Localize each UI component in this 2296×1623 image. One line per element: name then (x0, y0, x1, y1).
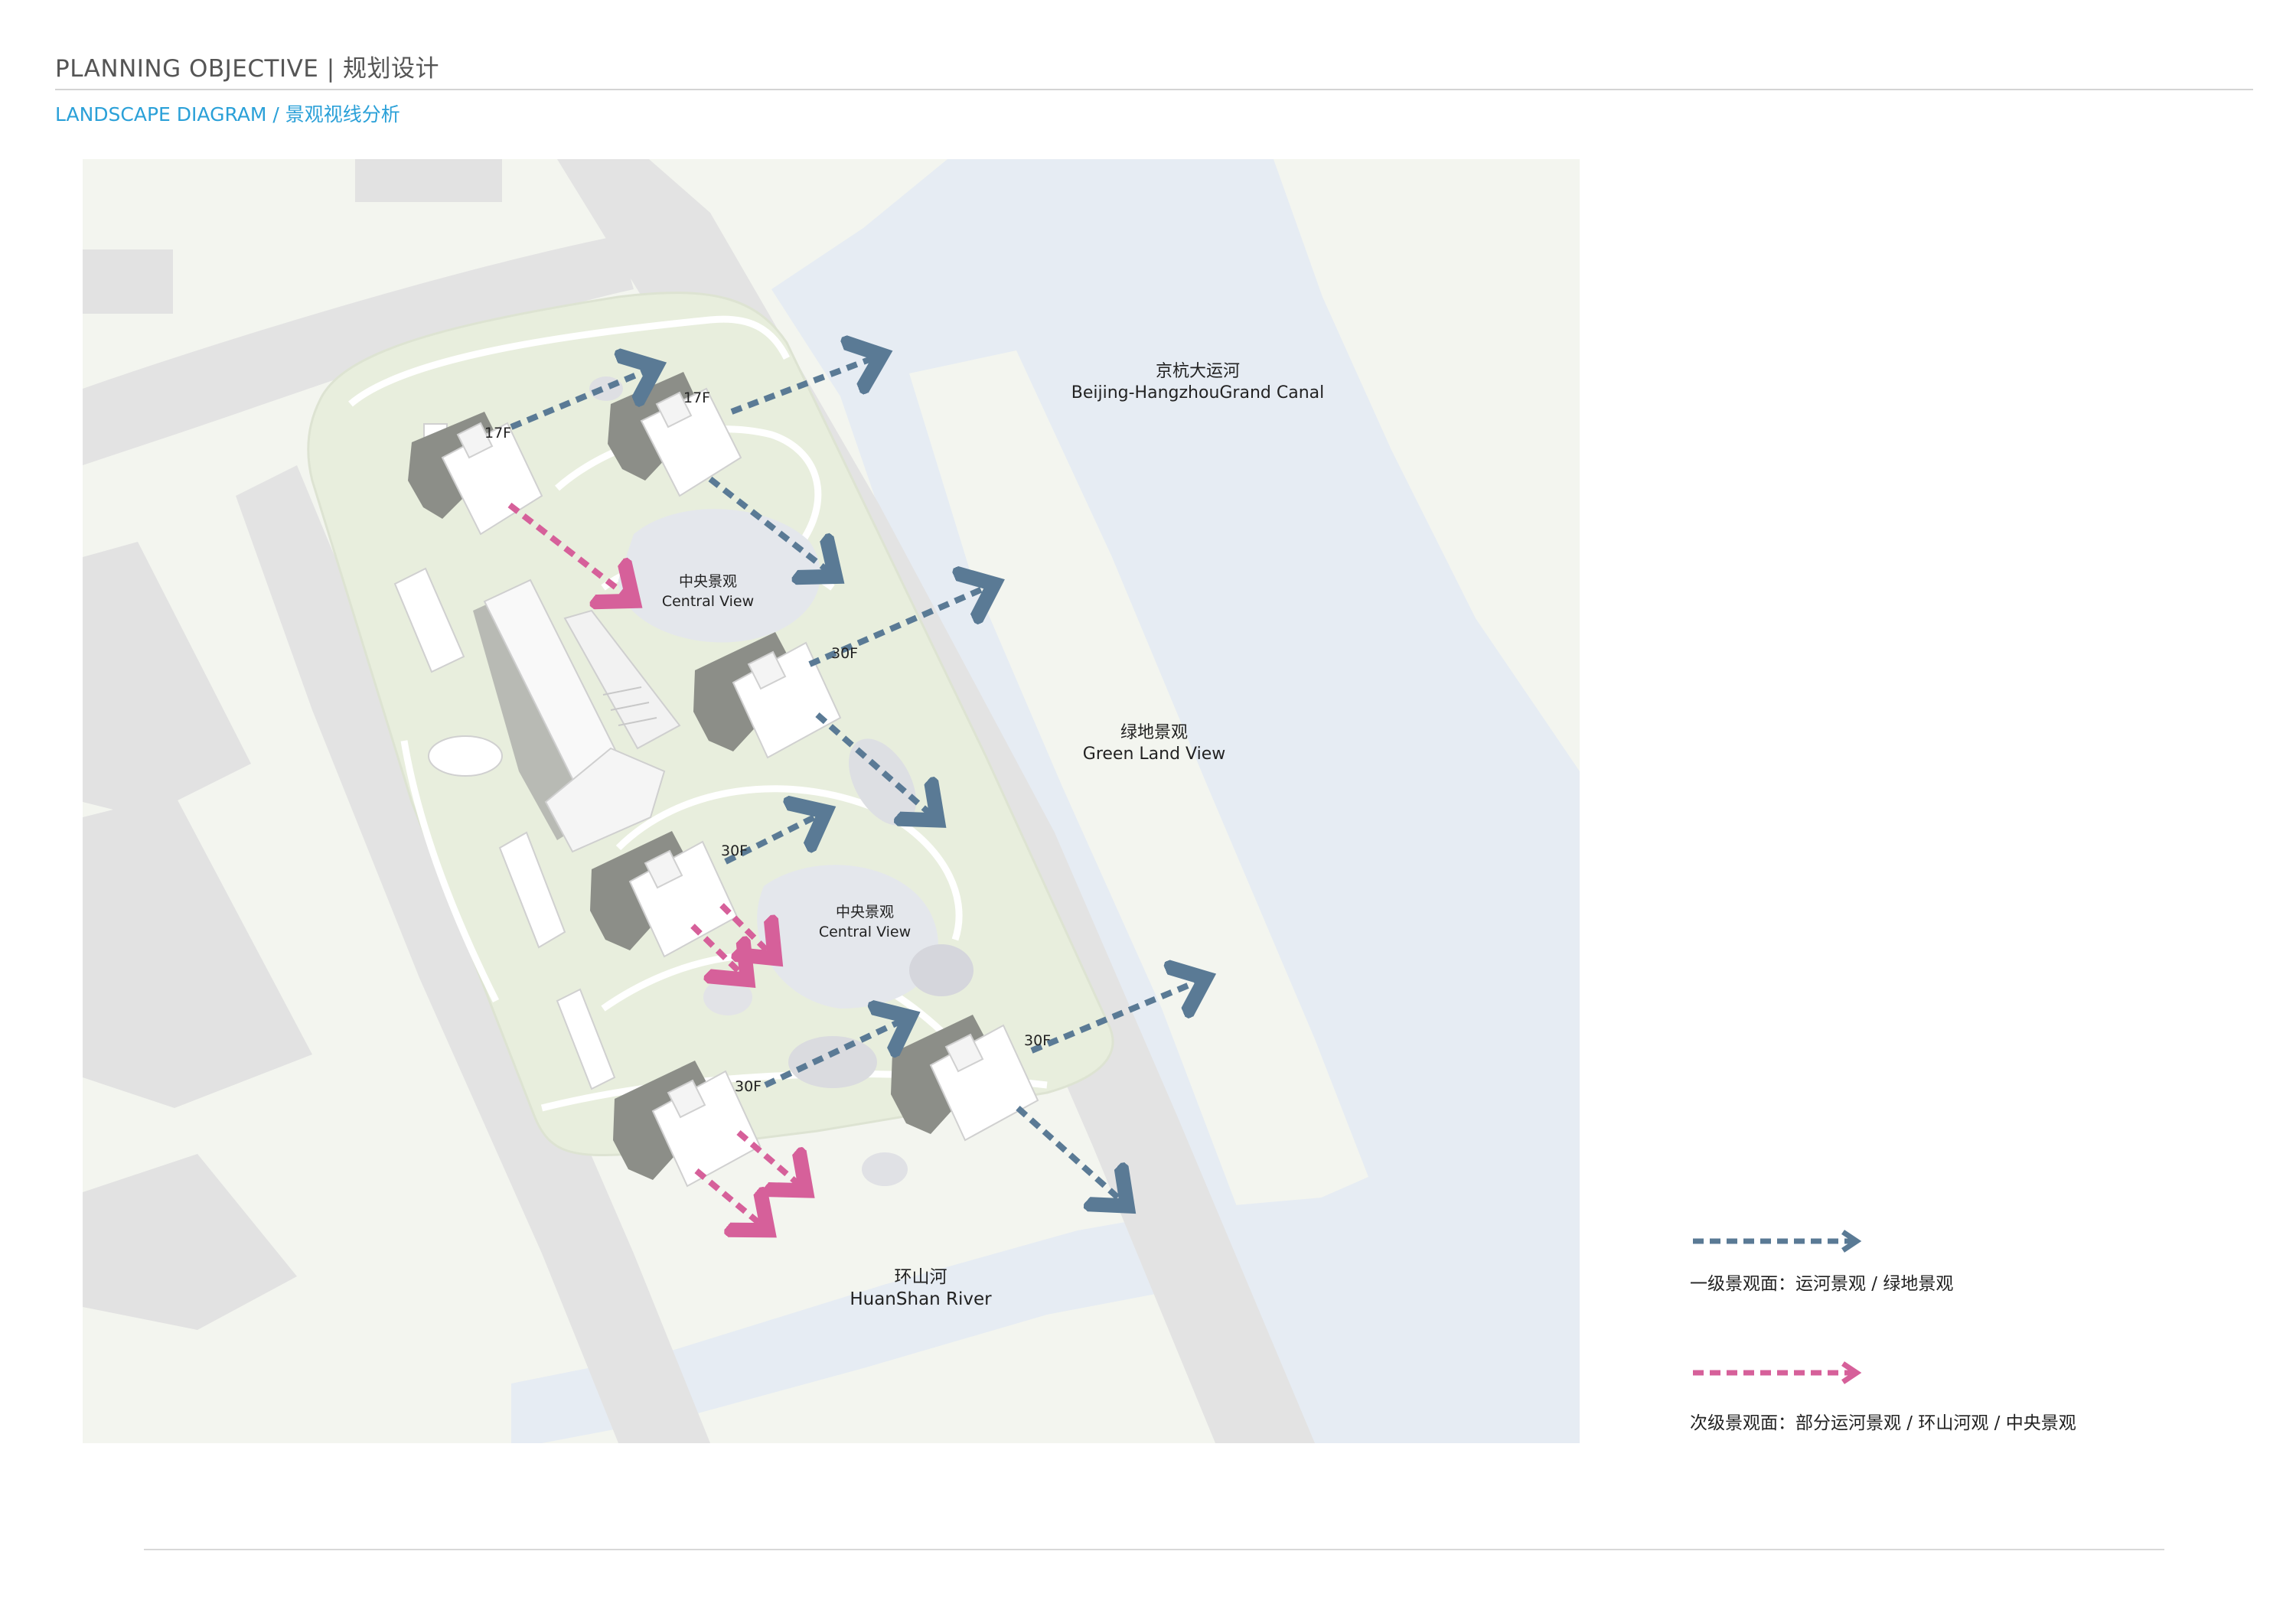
header-divider (55, 89, 2253, 90)
floor-label: 30F (721, 842, 748, 859)
footer-divider (144, 1549, 2164, 1550)
canal-label-en: Beijing-HangzhouGrand Canal (1071, 383, 1325, 402)
tower-building (590, 831, 739, 958)
landscape-map: 17F 17F 30F 30F 30F 30F 京杭大运河 Beijing-Ha… (83, 159, 1580, 1443)
legend-primary-label: 一级景观面：运河景观 / 绿地景观 (1690, 1274, 1954, 1294)
dashed-arrow-icon (1693, 1230, 1862, 1253)
amenity-buildings (393, 423, 616, 1090)
page-title: PLANNING OBJECTIVE | 规划设计 (55, 55, 440, 83)
green-land-label-cn: 绿地景观 (1120, 723, 1188, 742)
floor-label: 17F (683, 389, 710, 406)
river-label-en: HuanShan River (850, 1289, 992, 1309)
floor-label: 17F (484, 425, 511, 442)
tower-building (408, 412, 543, 536)
floor-label: 30F (735, 1078, 762, 1095)
central-view-label-en: Central View (662, 593, 754, 610)
central-view-label-cn: 中央景观 (679, 573, 737, 590)
canal-label-cn: 京杭大运河 (1156, 362, 1240, 381)
river-label-cn: 环山河 (895, 1267, 947, 1287)
central-view-label-en: Central View (819, 924, 911, 940)
green-land-label-en: Green Land View (1083, 745, 1225, 764)
tower-building (613, 1061, 762, 1188)
legend-secondary-label: 次级景观面：部分运河景观 / 环山河观 / 中央景观 (1690, 1413, 2076, 1433)
clubhouse (473, 578, 681, 853)
floor-label: 30F (831, 645, 858, 662)
primary-view-arrows (510, 358, 1197, 1200)
dashed-arrow-icon (1693, 1361, 1862, 1384)
surrounding-blocks (83, 159, 502, 1330)
tower-building (693, 632, 842, 759)
central-view-label-cn: 中央景观 (836, 904, 894, 921)
secondary-view-arrows (507, 502, 799, 1224)
canal-bank (909, 350, 1368, 1230)
river-water (511, 1192, 1491, 1443)
floor-label: 30F (1024, 1032, 1051, 1049)
page-subtitle: LANDSCAPE DIAGRAM / 景观视线分析 (55, 103, 400, 125)
